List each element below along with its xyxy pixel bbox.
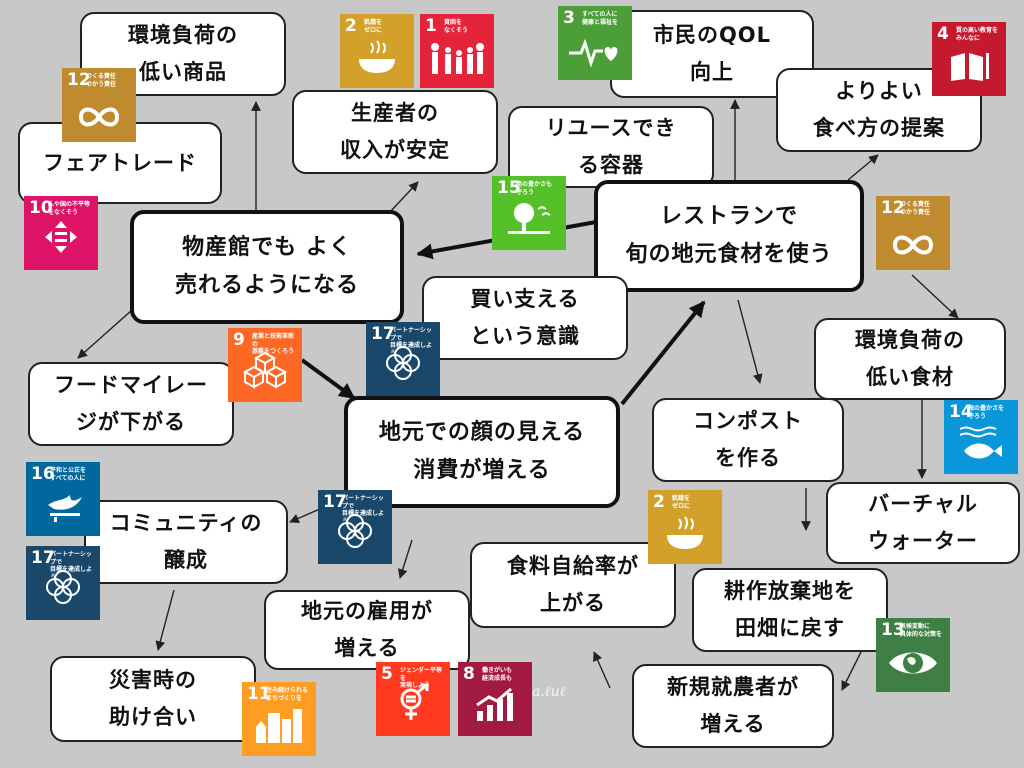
signature-watermark: a.ℓuℓ <box>532 684 566 700</box>
arrow-face-to-employment <box>397 539 413 579</box>
box-low-impact-products: 環境負荷の 低い商品 <box>80 12 286 96</box>
box-low-impact-food: 環境負荷の 低い食材 <box>814 318 1006 400</box>
bowl-icon <box>648 515 722 560</box>
box-local-employment: 地元の雇用が 増える <box>264 590 470 670</box>
family-icon <box>420 41 494 84</box>
arrow-farmland-to-new-farmers <box>841 649 863 691</box>
box-farmland: 耕作放棄地を 田畑に戻す <box>692 568 888 652</box>
arrow-community-to-disaster <box>155 589 175 651</box>
box-compost: コンポスト を作る <box>652 398 844 482</box>
growth-chart-icon <box>458 685 532 732</box>
arrow-sells-to-food-mileage <box>77 309 133 359</box>
fish-icon <box>944 425 1018 470</box>
arrow-restaurant-to-better-eating <box>847 154 879 181</box>
box-restaurant-local: レストランで 旬の地元食材を使う <box>594 180 864 292</box>
rings-icon <box>366 343 440 392</box>
dove-icon <box>26 487 100 532</box>
rings-icon <box>26 567 100 616</box>
box-food-mileage: フードマイレー ジが下がる <box>28 362 234 446</box>
box-disaster-help: 災害時の 助け合い <box>50 656 256 742</box>
box-sells-well: 物産館でも よく 売れるようになる <box>130 210 404 324</box>
bowl-icon <box>340 39 414 84</box>
box-community: コミュニティの 醸成 <box>84 500 288 584</box>
book-icon <box>932 51 1006 92</box>
box-new-farmers: 新規就農者が 増える <box>632 664 834 748</box>
box-support-mindset: 買い支える という意識 <box>422 276 628 360</box>
arrow-sdg9-to-face <box>300 358 356 400</box>
box-producer-income: 生産者の 収入が安定 <box>292 90 498 174</box>
equality-icon <box>24 217 98 266</box>
rings-icon <box>318 511 392 560</box>
arrow-restaurant-to-compost <box>737 299 763 384</box>
tree-icon <box>492 201 566 246</box>
heartbeat-icon <box>558 36 632 76</box>
infinity-icon <box>876 226 950 266</box>
arrow-sdg12-to-low-food <box>911 274 959 319</box>
box-virtual-water: バーチャル ウォーター <box>826 482 1020 564</box>
arrow-sells-to-producer <box>389 181 419 213</box>
arrow-face-to-restaurant <box>620 300 706 406</box>
gender-icon <box>376 683 450 732</box>
box-reusable-containers: リユースでき る容器 <box>508 106 714 188</box>
eye-globe-icon <box>876 647 950 688</box>
cubes-icon <box>228 351 302 398</box>
box-face-to-face: 地元での顔の見える 消費が増える <box>344 396 620 508</box>
infinity-icon <box>62 98 136 138</box>
arrow-new-farmers-to-self-sufficiency <box>593 651 611 689</box>
box-self-sufficiency: 食料自給率が 上がる <box>470 542 676 628</box>
buildings-icon <box>242 705 316 752</box>
